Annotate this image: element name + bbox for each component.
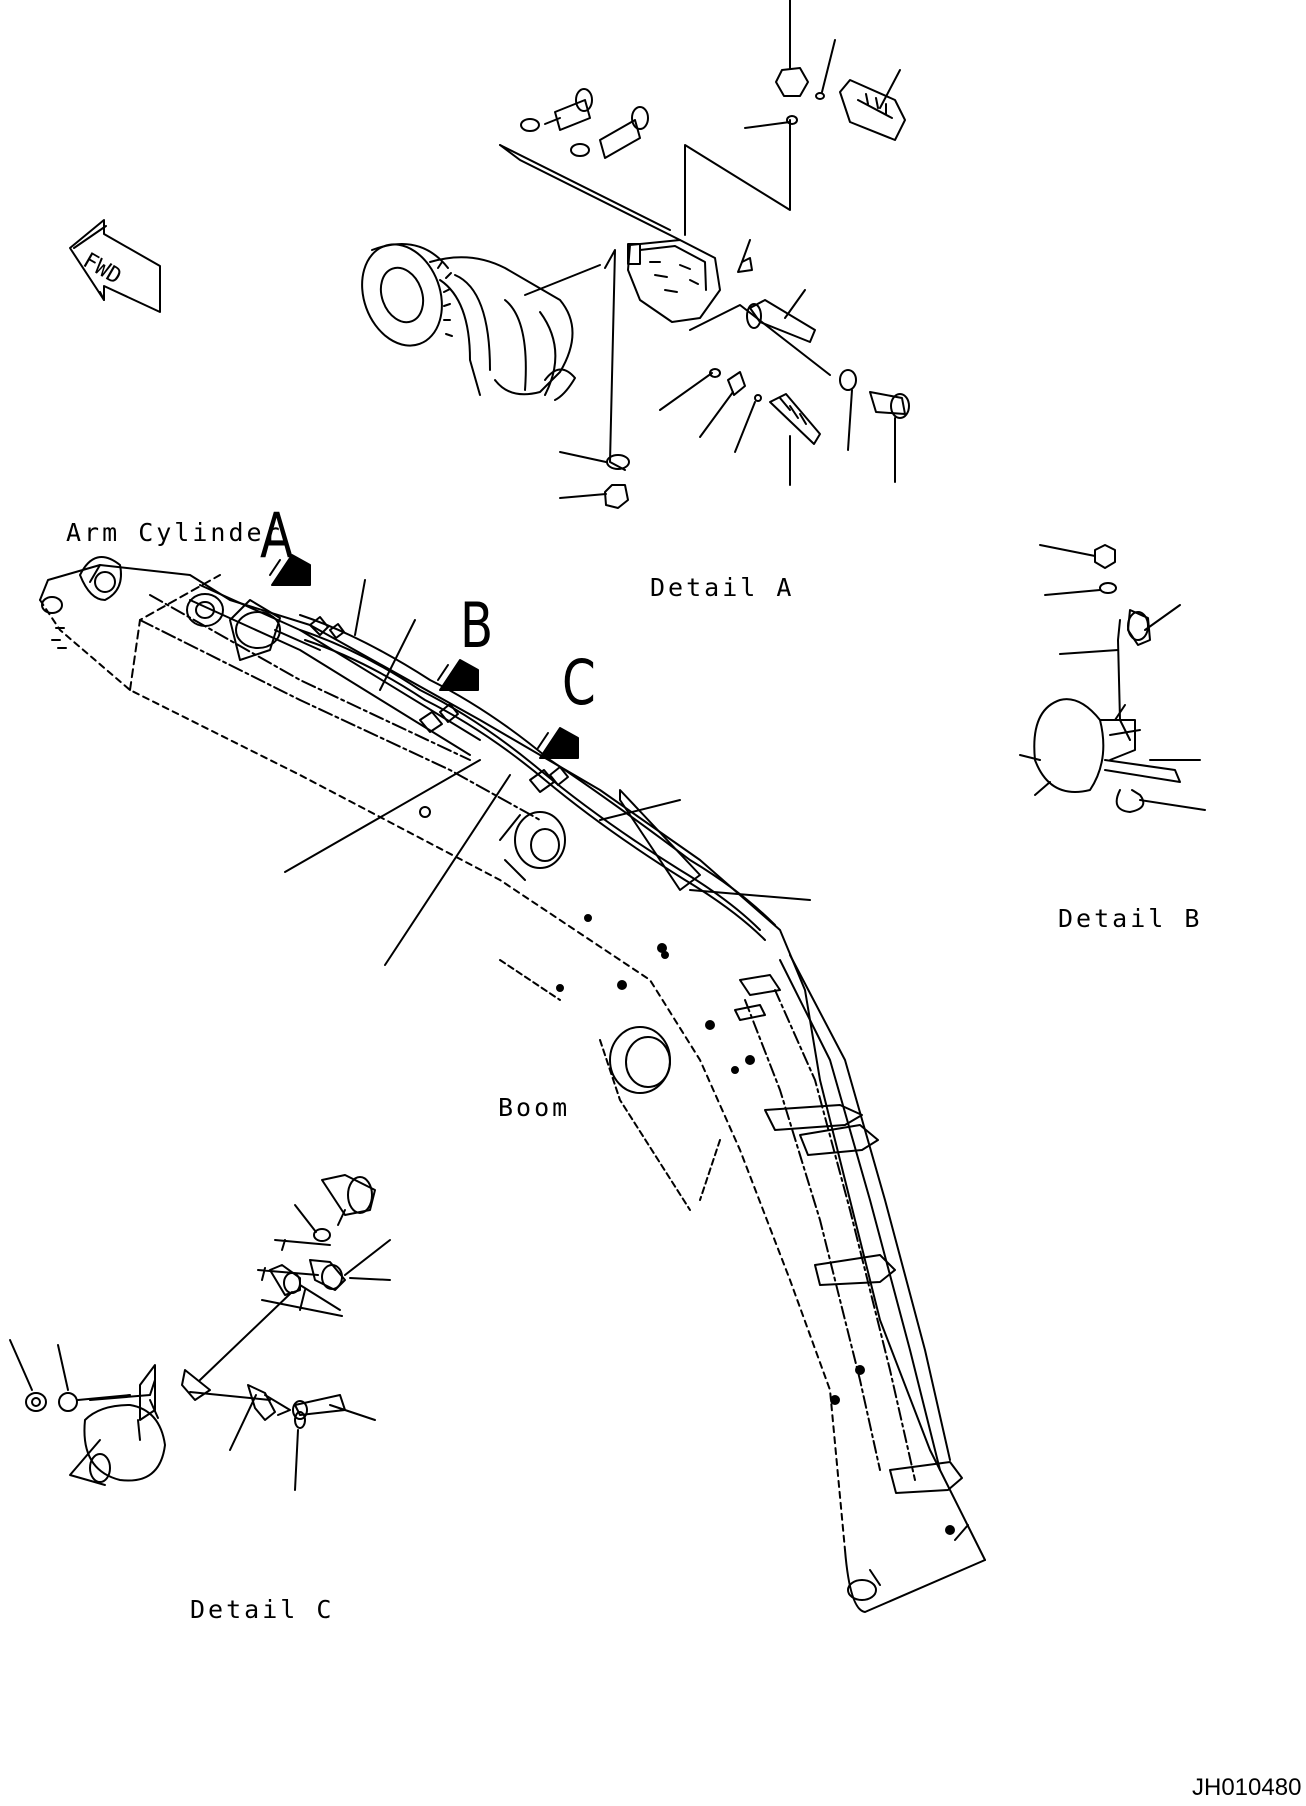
detail-c-label: Detail C xyxy=(190,1595,335,1624)
callout-arrow-c-icon xyxy=(539,727,579,759)
detail-b-label: Detail B xyxy=(1058,904,1203,933)
detail-c-drawing xyxy=(9,1174,391,1491)
fwd-arrow-icon xyxy=(69,219,161,313)
detail-b-drawing xyxy=(1019,544,1206,813)
boom-label: Boom xyxy=(498,1093,571,1122)
detail-a-drawing xyxy=(361,0,910,509)
boom-drawing xyxy=(39,554,986,1613)
callout-arrow-b-icon xyxy=(439,659,479,691)
arm-cylinder-label: Arm Cylinder xyxy=(66,518,283,547)
detail-a-label: Detail A xyxy=(650,573,795,602)
callout-arrow-a-icon xyxy=(271,554,311,586)
callout-a-label: A xyxy=(260,499,294,572)
callout-b-label: B xyxy=(460,589,494,662)
drawing-code: JH010480 xyxy=(1192,1774,1302,1801)
callout-c-label: C xyxy=(562,646,596,719)
